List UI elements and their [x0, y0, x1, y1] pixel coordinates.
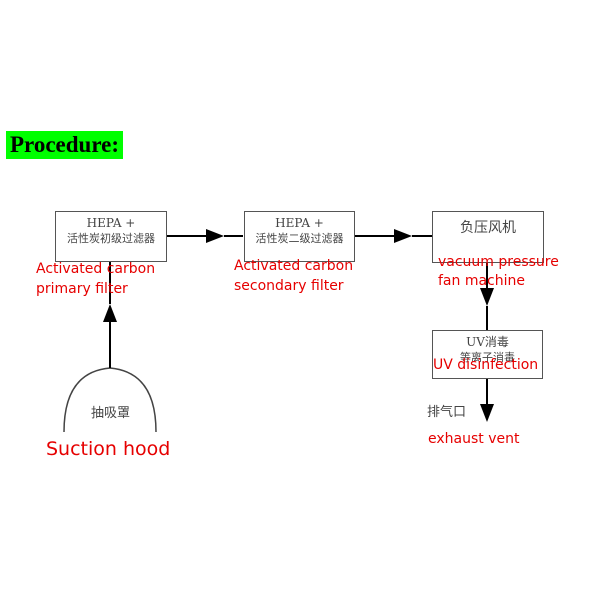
procedure-title: Procedure: [6, 131, 124, 159]
primary-filter-line1: HEPA + [86, 216, 136, 230]
fan-en-1: vacuum pressure [438, 254, 559, 270]
primary-filter-box: HEPA + 活性炭初级过滤器 [55, 211, 167, 262]
filter2-to-fan-arrow [394, 229, 412, 243]
fan-en-2: fan machine [438, 273, 525, 289]
suction-hood-shape [63, 367, 157, 433]
hood-to-filter-arrow [103, 304, 117, 322]
secondary-filter-line1: HEPA + [275, 216, 324, 230]
uv-to-exhaust-arrow [480, 404, 494, 422]
secondary-filter-en-2: secondary filter [234, 278, 344, 294]
primary-filter-en-2: primary filter [36, 281, 128, 297]
primary-filter-line2: 活性炭初级过滤器 [67, 232, 155, 245]
secondary-filter-en-1: Activated carbon [234, 258, 354, 274]
secondary-filter-line2: 活性炭二级过滤器 [255, 232, 344, 245]
filter1-to-filter2-arrow [206, 229, 224, 243]
exhaust-en: exhaust vent [428, 431, 520, 447]
hood-cn: 抽吸罩 [91, 406, 131, 421]
fan-box: 负压风机 [432, 211, 544, 263]
uv-cn-2: 等离子消毒 [460, 351, 515, 364]
uv-en: UV disinfection [433, 357, 539, 373]
secondary-filter-box: HEPA + 活性炭二级过滤器 [244, 211, 355, 262]
primary-filter-en-1: Activated carbon [36, 261, 156, 277]
uv-box: UV消毒 等离子消毒 [432, 330, 543, 379]
hood-en: Suction hood [46, 438, 171, 460]
uv-cn-1: UV消毒 [466, 335, 509, 349]
exhaust-cn: 排气口 [427, 405, 467, 420]
fan-to-uv-arrow [480, 288, 494, 306]
fan-cn: 负压风机 [460, 220, 516, 236]
